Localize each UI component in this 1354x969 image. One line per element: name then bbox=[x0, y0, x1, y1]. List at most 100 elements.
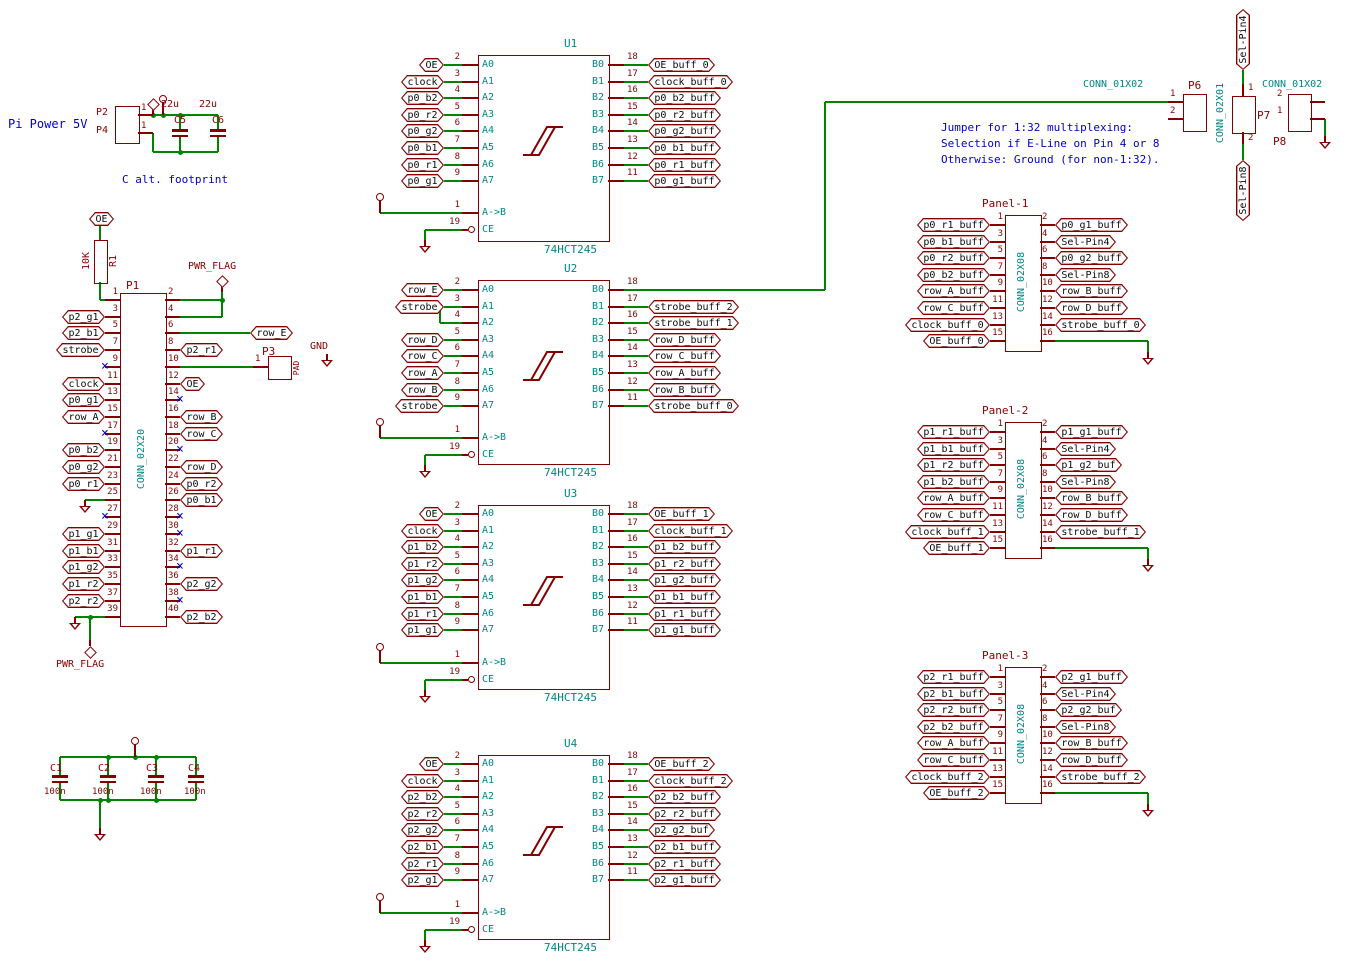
net-label-OE_buff_1[interactable]: OE_buff_1 bbox=[923, 541, 990, 555]
capacitor-C5[interactable] bbox=[172, 134, 188, 138]
net-label-OE_buff_2[interactable]: OE_buff_2 bbox=[923, 786, 990, 800]
connector-P8[interactable] bbox=[1288, 94, 1312, 132]
net-label-p2_b2[interactable]: p2_b2 bbox=[180, 610, 223, 624]
net-label-OE_buff_0[interactable]: OE_buff_0 bbox=[923, 334, 990, 348]
net-label-row_B[interactable]: row_B bbox=[401, 383, 444, 397]
net-label-row_D_buff[interactable]: row_D_buff bbox=[1055, 753, 1128, 767]
capacitor-C6[interactable] bbox=[210, 129, 226, 132]
capacitor-C2[interactable] bbox=[100, 775, 116, 778]
net-label-p2_b1_buff[interactable]: p2_b1_buff bbox=[648, 840, 721, 854]
net-label-p1_g1[interactable]: p1_g1 bbox=[401, 623, 444, 637]
net-label-p0_r2[interactable]: p0_r2 bbox=[401, 108, 444, 122]
capacitor-C5[interactable] bbox=[172, 129, 188, 132]
net-label-clock_buff_0[interactable]: clock_buff_0 bbox=[905, 318, 990, 332]
resistor-R1[interactable] bbox=[94, 240, 108, 284]
net-label-row_E[interactable]: row_E bbox=[401, 283, 444, 297]
net-label-OE[interactable]: OE bbox=[419, 507, 444, 521]
connector-Panel-3[interactable] bbox=[1005, 667, 1042, 804]
net-label-p1_g1_buff[interactable]: p1_g1_buff bbox=[1055, 425, 1128, 439]
net-label-Sel-Pin8[interactable]: Sel-Pin8 bbox=[1055, 268, 1116, 282]
net-label-p1_b2_buff[interactable]: p1_b2_buff bbox=[648, 540, 721, 554]
net-label-p2_r2_buff[interactable]: p2_r2_buff bbox=[648, 807, 721, 821]
capacitor-C2[interactable] bbox=[100, 780, 116, 784]
net-label-clock_buff_2[interactable]: clock_buff_2 bbox=[648, 774, 733, 788]
net-label-p2_b1[interactable]: p2_b1 bbox=[62, 326, 105, 340]
net-label-p2_g2[interactable]: p2_g2 bbox=[401, 823, 444, 837]
net-label-row_D_buff[interactable]: row_D_buff bbox=[1055, 508, 1128, 522]
net-label-row_A_buff[interactable]: row_A_buff bbox=[648, 366, 721, 380]
connector-P2-P4[interactable] bbox=[115, 106, 140, 144]
net-label-Sel-Pin4[interactable]: Sel-Pin4 bbox=[1236, 9, 1250, 70]
net-label-p0_b2_buff[interactable]: p0_b2_buff bbox=[648, 91, 721, 105]
net-label-p0_b1[interactable]: p0_b1 bbox=[180, 493, 223, 507]
net-label-Sel-Pin8[interactable]: Sel-Pin8 bbox=[1055, 720, 1116, 734]
net-label-strobe[interactable]: strobe bbox=[56, 343, 105, 357]
net-label-clock_buff_2[interactable]: clock_buff_2 bbox=[905, 770, 990, 784]
net-label-OE[interactable]: OE bbox=[89, 212, 114, 226]
vcc-symbol[interactable] bbox=[158, 95, 167, 103]
net-label-p0_b1[interactable]: p0_b1 bbox=[401, 141, 444, 155]
pwr-flag-symbol[interactable] bbox=[215, 275, 229, 288]
net-label-clock_buff_0[interactable]: clock_buff_0 bbox=[648, 75, 733, 89]
net-label-p2_g2[interactable]: p2_g2 bbox=[180, 577, 223, 591]
net-label-Sel-Pin8[interactable]: Sel-Pin8 bbox=[1236, 160, 1250, 221]
net-label-p0_r1_buff[interactable]: p0_r1_buff bbox=[648, 158, 721, 172]
net-label-row_C_buff[interactable]: row_C_buff bbox=[648, 349, 721, 363]
net-label-p0_g2[interactable]: p0_g2 bbox=[401, 124, 444, 138]
net-label-p1_r1[interactable]: p1_r1 bbox=[180, 544, 223, 558]
net-label-p0_g2_buff[interactable]: p0_g2_buff bbox=[648, 124, 721, 138]
net-label-p1_r1_buff[interactable]: p1_r1_buff bbox=[648, 607, 721, 621]
net-label-row_A[interactable]: row_A bbox=[401, 366, 444, 380]
net-label-p2_r1[interactable]: p2_r1 bbox=[180, 343, 223, 357]
net-label-strobe_buff_1[interactable]: strobe_buff_1 bbox=[648, 316, 739, 330]
net-label-p0_g1_buff[interactable]: p0_g1_buff bbox=[1055, 218, 1128, 232]
net-label-p1_g1_buff[interactable]: p1_g1_buff bbox=[648, 623, 721, 637]
net-label-row_B_buff[interactable]: row_B_buff bbox=[1055, 284, 1128, 298]
net-label-p0_g1[interactable]: p0_g1 bbox=[401, 174, 444, 188]
net-label-p2_b1[interactable]: p2_b1 bbox=[401, 840, 444, 854]
net-label-row_E[interactable]: row_E bbox=[250, 326, 293, 340]
net-label-p1_b2_buff[interactable]: p1_b2_buff bbox=[917, 475, 990, 489]
net-label-p1_b1_buff[interactable]: p1_b1_buff bbox=[648, 590, 721, 604]
net-label-p1_b1[interactable]: p1_b1 bbox=[62, 544, 105, 558]
net-label-strobe_buff_2[interactable]: strobe_buff_2 bbox=[1055, 770, 1146, 784]
net-label-p1_b1[interactable]: p1_b1 bbox=[401, 590, 444, 604]
net-label-p2_b2_buff[interactable]: p2_b2_buff bbox=[917, 720, 990, 734]
net-label-strobe_buff_0[interactable]: strobe_buff_0 bbox=[1055, 318, 1146, 332]
net-label-strobe[interactable]: strobe bbox=[395, 399, 444, 413]
net-label-row_B_buff[interactable]: row_B_buff bbox=[1055, 491, 1128, 505]
net-label-clock[interactable]: clock bbox=[401, 774, 444, 788]
vcc-symbol[interactable] bbox=[130, 737, 139, 745]
net-label-p2_r1_buff[interactable]: p2_r1_buff bbox=[648, 857, 721, 871]
net-label-OE_buff_1[interactable]: OE_buff_1 bbox=[648, 507, 715, 521]
connector-P3[interactable] bbox=[268, 356, 292, 380]
net-label-clock_buff_1[interactable]: clock_buff_1 bbox=[905, 525, 990, 539]
net-label-row_B_buff[interactable]: row_B_buff bbox=[648, 383, 721, 397]
net-label-p2_r1_buff[interactable]: p2_r1_buff bbox=[917, 670, 990, 684]
pwr-flag-symbol[interactable] bbox=[83, 645, 97, 659]
net-label-p1_r2_buff[interactable]: p1_r2_buff bbox=[648, 557, 721, 571]
net-label-p2_g2_buf[interactable]: p2_g2_buf bbox=[648, 823, 715, 837]
net-label-clock[interactable]: clock bbox=[401, 524, 444, 538]
net-label-p1_b1_buff[interactable]: p1_b1_buff bbox=[917, 442, 990, 456]
net-label-p0_r2_buff[interactable]: p0_r2_buff bbox=[917, 251, 990, 265]
net-label-p1_g2_buff[interactable]: p1_g2_buff bbox=[648, 573, 721, 587]
net-label-p2_g1[interactable]: p2_g1 bbox=[62, 310, 105, 324]
capacitor-C3[interactable] bbox=[148, 780, 164, 784]
net-label-row_D_buff[interactable]: row_D_buff bbox=[1055, 301, 1128, 315]
net-label-p2_g2_buf[interactable]: p2_g2_buf bbox=[1055, 703, 1122, 717]
capacitor-C3[interactable] bbox=[148, 775, 164, 778]
net-label-strobe_buff_0[interactable]: strobe_buff_0 bbox=[648, 399, 739, 413]
net-label-p1_r1[interactable]: p1_r1 bbox=[401, 607, 444, 621]
net-label-p2_g1[interactable]: p2_g1 bbox=[401, 873, 444, 887]
net-label-Sel-Pin4[interactable]: Sel-Pin4 bbox=[1055, 687, 1116, 701]
connector-P7[interactable] bbox=[1232, 96, 1256, 134]
net-label-p2_g1_buff[interactable]: p2_g1_buff bbox=[1055, 670, 1128, 684]
net-label-row_C[interactable]: row_C bbox=[401, 349, 444, 363]
capacitor-C1[interactable] bbox=[52, 775, 68, 778]
net-label-p1_g1[interactable]: p1_g1 bbox=[62, 527, 105, 541]
net-label-row_D[interactable]: row_D bbox=[180, 460, 223, 474]
net-label-clock[interactable]: clock bbox=[401, 75, 444, 89]
vcc-symbol[interactable] bbox=[375, 193, 384, 201]
net-label-p1_r2[interactable]: p1_r2 bbox=[401, 557, 444, 571]
